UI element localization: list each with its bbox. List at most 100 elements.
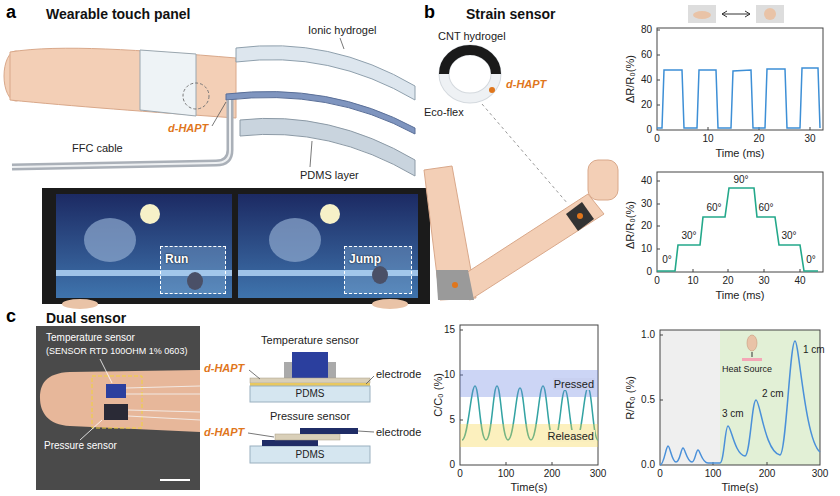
ffc-cable [12, 100, 230, 167]
leader-line [212, 102, 226, 126]
ring-sensor [444, 50, 496, 74]
signal-curve [657, 68, 820, 128]
part-label: PDMS [296, 449, 325, 461]
tick-label: 60 [641, 49, 652, 61]
arm-illustration [436, 270, 474, 300]
tick-label: 5 [449, 414, 455, 426]
part-label: d-HAPT [204, 426, 244, 439]
cross-section [292, 352, 328, 378]
tick-label: 0 [646, 266, 652, 278]
tick-label: 0° [662, 254, 672, 266]
cross-section [250, 378, 370, 383]
tick-label: 0.5 [641, 394, 655, 406]
heat-source-icon [742, 335, 762, 361]
tick-label: 60° [706, 202, 721, 214]
part-label: 2 cm [762, 388, 784, 400]
part-label: PDMS layer [300, 169, 359, 182]
chart-frame [460, 325, 598, 465]
finger-photo [36, 326, 200, 490]
cross-section [250, 352, 370, 463]
band-label: Pressed [553, 378, 595, 390]
panel-title: Dual sensor [46, 310, 126, 326]
chart-frame [657, 28, 823, 130]
tick-label: 0.0 [641, 459, 655, 471]
heat-source-icon [752, 352, 753, 357]
tick-label: 0 [657, 468, 663, 480]
part-label: electrode [376, 368, 421, 381]
ring-sensor [489, 87, 495, 93]
leader-line [366, 376, 374, 384]
tick-label: 300 [590, 468, 607, 480]
tick-label: 0 [449, 459, 455, 471]
part-label: electrode [376, 426, 421, 439]
game-screen [238, 194, 418, 298]
cross-section [284, 362, 292, 378]
game-screen [320, 204, 340, 224]
game-screen [84, 218, 136, 262]
cross-section [250, 386, 370, 402]
heat-source-icon [742, 358, 762, 361]
finger-photo [92, 376, 142, 428]
tick-label: 30 [804, 133, 815, 145]
part-label: d-HAPT [204, 362, 244, 375]
tick-label: 20 [641, 220, 652, 232]
signal-curve [657, 188, 818, 271]
part-label: Ionic hydrogel [308, 24, 377, 37]
band-region: Released [460, 424, 598, 447]
finger-photo [80, 420, 102, 440]
arm-illustration [452, 282, 458, 288]
part-label: CNT hydrogel [438, 30, 506, 43]
leader-line [358, 431, 374, 432]
tick-label: 40 [641, 175, 652, 187]
chart-frame [660, 330, 820, 465]
finger-photo [36, 326, 200, 490]
tick-label: 20 [753, 133, 764, 145]
chart-frame [657, 172, 823, 272]
part-label: PDMS [296, 388, 325, 400]
inset-box: Run [160, 246, 226, 294]
tick-label: 30° [781, 230, 796, 242]
chart-frame [657, 172, 823, 272]
axis-title: R/R₀ (%) [624, 376, 637, 420]
arm-illustration [566, 202, 594, 231]
part-label: Time(s) [722, 481, 759, 494]
inset-photo [764, 8, 776, 20]
tick-label: 0 [654, 275, 660, 287]
game-screen [42, 188, 430, 304]
cross-section [328, 362, 336, 378]
cross-section [250, 446, 370, 463]
band-label: Released [547, 430, 595, 442]
arm-illustration [4, 48, 236, 118]
photo-label: (SENSOR RTD 100OHM 1% 0603) [46, 346, 187, 356]
part-label: 3 cm [722, 408, 744, 420]
tick-label: 100 [498, 468, 515, 480]
photo-label: Temperature sensor [46, 332, 135, 344]
tick-label: 10 [702, 133, 713, 145]
inset-photo [688, 5, 716, 23]
finger-photo [106, 384, 126, 398]
panel-letter: c [6, 306, 16, 327]
ring-sensor [444, 50, 496, 98]
tick-label: 40 [641, 74, 652, 86]
panel-letter: b [424, 2, 435, 23]
part-label: d-HAPT [506, 78, 546, 91]
cross-section [300, 428, 358, 434]
leader-line [249, 370, 260, 379]
tick-label: 0 [654, 133, 660, 145]
finger-photo [100, 359, 112, 383]
chart-region [660, 330, 720, 465]
finger-photo [126, 386, 200, 420]
tick-label: 100 [705, 468, 722, 480]
leader-line [212, 38, 344, 167]
part-label: Time (ms) [715, 289, 764, 302]
leader-line [310, 141, 312, 167]
tick-label: 40 [794, 275, 805, 287]
tick-label: 30° [681, 230, 696, 242]
chart-frame [460, 325, 598, 465]
chart-frame [657, 28, 823, 130]
arm-illustration [588, 160, 618, 200]
game-screen [42, 188, 430, 309]
part-label: Heat Source [722, 364, 772, 374]
